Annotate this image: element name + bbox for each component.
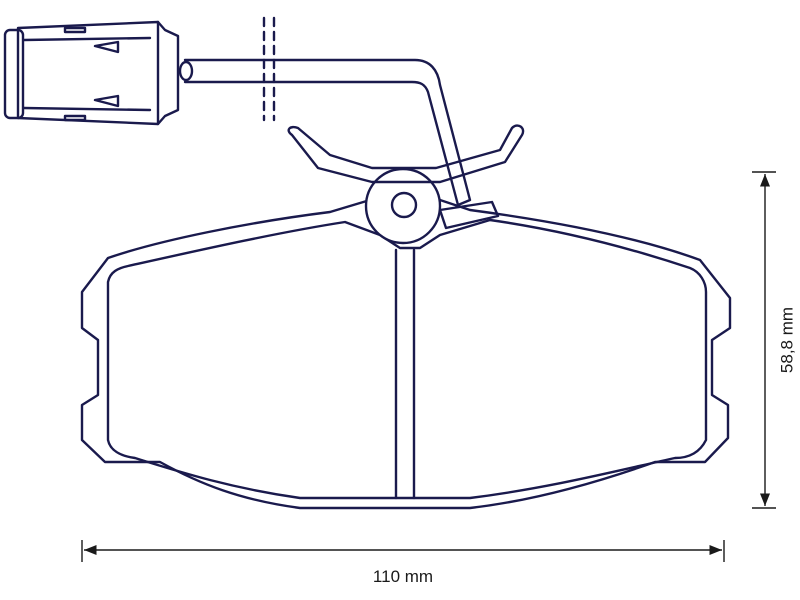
height-dimension	[752, 171, 776, 509]
connector-rib-1	[22, 36, 152, 42]
sensor-cable	[183, 58, 472, 207]
connector-latch-top	[93, 40, 120, 54]
connector-front-ring	[3, 28, 25, 120]
friction-material-outline	[106, 218, 708, 500]
mounting-hole	[390, 191, 418, 219]
connector-tab-bottom	[63, 114, 87, 122]
mounting-boss	[364, 167, 442, 245]
spring-clip	[287, 124, 525, 184]
connector-tab-top	[63, 26, 87, 34]
connector-latch-bottom	[93, 94, 120, 108]
sensor-clip	[438, 200, 500, 230]
height-dimension-label: 58,8 mm	[777, 307, 796, 373]
width-dimension	[81, 540, 725, 562]
width-dimension-label: 110 mm	[373, 567, 433, 586]
connector-cable-grommet	[178, 60, 194, 82]
backing-plate-outline	[80, 198, 732, 510]
connector-rib-2	[22, 106, 152, 112]
